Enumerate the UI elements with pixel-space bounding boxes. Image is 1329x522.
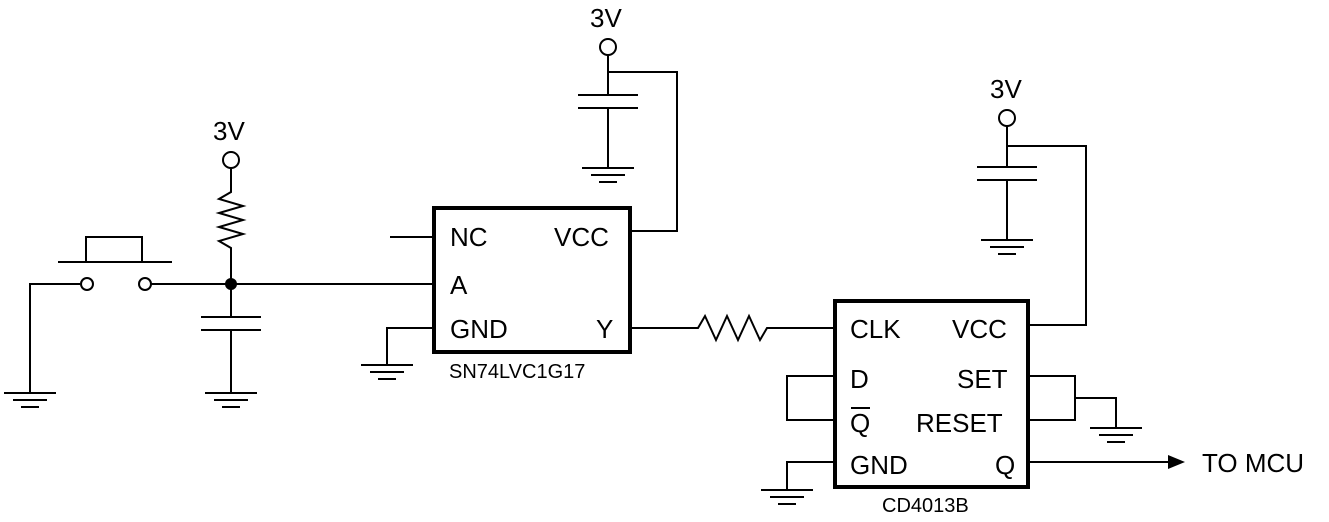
flipflop-ic bbox=[833, 299, 1030, 489]
flipflop-gnd-wire bbox=[786, 461, 835, 490]
flipflop-pin-d: D bbox=[850, 364, 869, 394]
ground-icon bbox=[582, 167, 634, 183]
ground-icon bbox=[205, 390, 257, 408]
buffer-gnd-wire bbox=[386, 327, 434, 365]
buffer-pin-a: A bbox=[450, 270, 468, 300]
resistor-icon bbox=[215, 168, 247, 284]
flipflop-pin-clk: CLK bbox=[850, 314, 901, 344]
supply-terminal-icon bbox=[998, 109, 1016, 127]
buffer-part-number: SN74LVC1G17 bbox=[449, 361, 585, 383]
flipflop-vcc-wire bbox=[1006, 126, 1087, 326]
supply-label-right: 3V bbox=[990, 74, 1022, 104]
d-qbar-feedback-wire bbox=[786, 375, 835, 421]
flipflop-pin-vcc: VCC bbox=[952, 314, 1007, 344]
flipflop-pin-reset: RESET bbox=[916, 408, 1003, 438]
supply-label-middle: 3V bbox=[590, 3, 622, 33]
flipflop-pin-q: Q bbox=[995, 450, 1015, 480]
resistor-icon bbox=[630, 313, 835, 343]
ground-icon bbox=[981, 239, 1033, 255]
capacitor-icon bbox=[977, 146, 1037, 240]
set-reset-gnd-wire bbox=[1028, 375, 1076, 421]
flipflop-pin-set: SET bbox=[957, 364, 1008, 394]
arrow-right-icon bbox=[1168, 455, 1185, 469]
buffer-pin-nc: NC bbox=[450, 222, 488, 252]
output-label: TO MCU bbox=[1202, 448, 1304, 478]
buffer-pin-vcc: VCC bbox=[554, 222, 609, 252]
buffer-vcc-wire bbox=[607, 55, 678, 232]
capacitor-icon bbox=[578, 72, 638, 168]
set-reset-gnd-drop bbox=[1075, 397, 1117, 428]
pushbutton-icon bbox=[29, 236, 172, 390]
capacitor-icon bbox=[201, 284, 261, 390]
supply-terminal-icon bbox=[599, 38, 617, 56]
flipflop-part-number: CD4013B bbox=[882, 495, 969, 517]
supply-label-left: 3V bbox=[213, 116, 245, 146]
flipflop-pin-qbar: Q bbox=[850, 408, 870, 438]
ground-icon bbox=[761, 489, 813, 505]
ground-icon bbox=[1090, 427, 1142, 443]
flipflop-pin-gnd: GND bbox=[850, 450, 908, 480]
buffer-ic bbox=[432, 206, 632, 354]
ground-icon bbox=[361, 364, 413, 380]
buffer-pin-gnd: GND bbox=[450, 314, 508, 344]
ground-icon bbox=[4, 390, 56, 408]
buffer-pin-y: Y bbox=[596, 314, 613, 344]
supply-terminal-icon bbox=[222, 151, 240, 169]
